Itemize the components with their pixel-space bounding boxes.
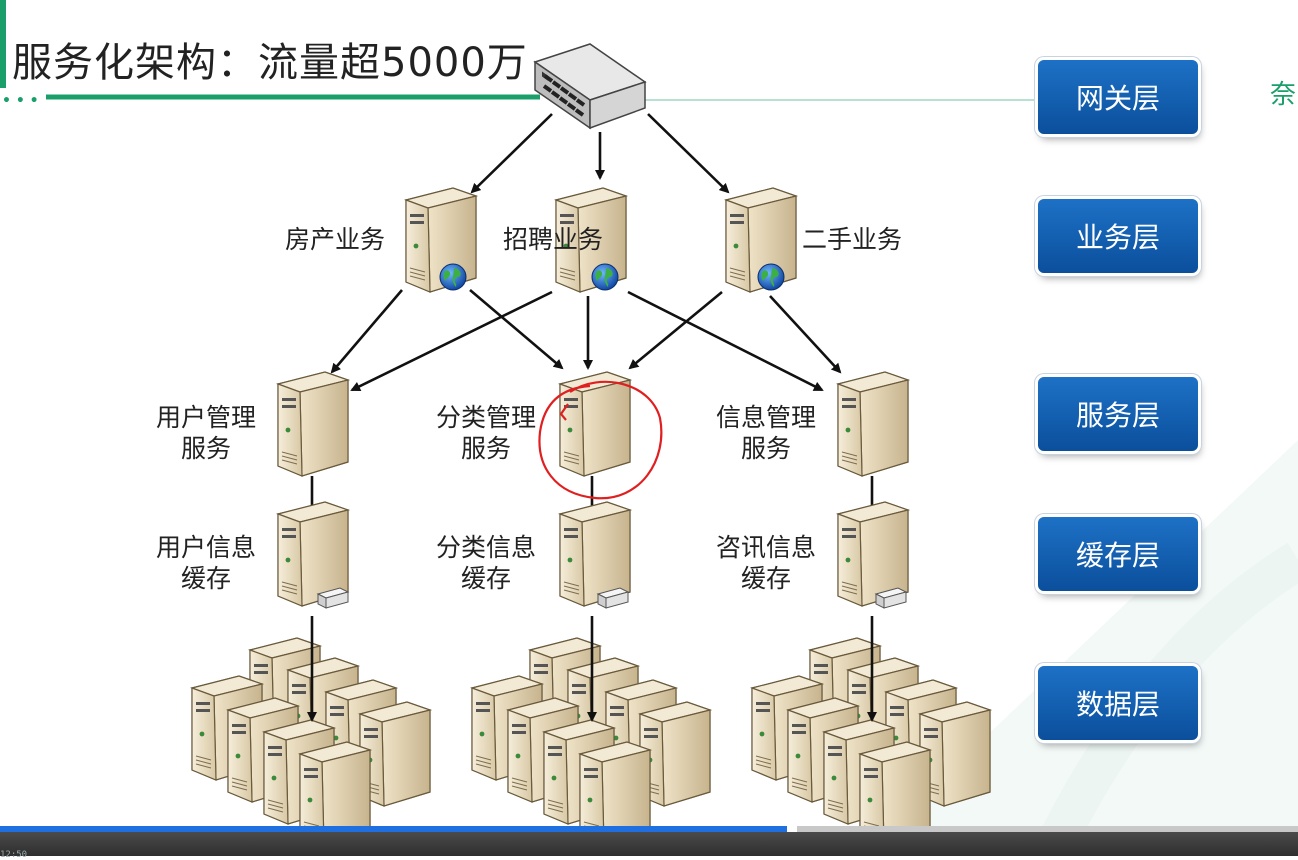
gateway-arrows: [470, 113, 730, 194]
label-line: 缓存: [741, 564, 792, 593]
layer-business: 业务层: [1038, 199, 1198, 273]
layer-cache: 缓存层: [1038, 517, 1198, 591]
label-user-cache: 用户信息 缓存: [156, 532, 256, 594]
label-line: 分类管理: [436, 403, 537, 432]
label-line: 缓存: [461, 564, 512, 593]
label-house-business: 房产业务: [285, 225, 386, 254]
label-line: 用户管理: [156, 403, 257, 432]
cache-arrows: [307, 616, 877, 722]
slide-title: 服务化架构：流量超5000万: [12, 40, 528, 86]
server-user-service: [277, 371, 349, 477]
edge-char: 奈: [1270, 80, 1297, 110]
server-house: [405, 187, 477, 293]
annotation-circle: [538, 380, 663, 500]
server-info-service: [837, 371, 909, 477]
label-info-service: 信息管理 服务: [716, 402, 816, 464]
video-progress-fill: [0, 826, 792, 832]
label-line: 缓存: [181, 564, 232, 593]
label-recruit-business: 招聘业务: [503, 225, 604, 254]
video-progress-bar[interactable]: [0, 823, 1298, 835]
label-line: 服务: [181, 434, 232, 463]
label-line: 咨讯信息: [716, 533, 817, 562]
label-user-service: 用户管理 服务: [156, 402, 256, 464]
server-category-cache: [559, 501, 631, 609]
label-category-service: 分类管理 服务: [436, 402, 536, 464]
business-arrows: [330, 289, 842, 392]
label-secondhand-business: 二手业务: [802, 225, 903, 254]
header-dots: • • •: [2, 93, 39, 109]
label-line: 服务: [741, 434, 792, 463]
layer-gateway: 网关层: [1038, 60, 1198, 134]
server-info-cache: [837, 501, 909, 609]
layer-data: 数据层: [1038, 666, 1198, 740]
label-info-cache: 咨讯信息 缓存: [716, 532, 816, 594]
server-user-cache: [277, 501, 349, 609]
switch-icon: [533, 43, 647, 130]
layer-service: 服务层: [1038, 377, 1198, 451]
label-line: 分类信息: [436, 533, 537, 562]
label-category-cache: 分类信息 缓存: [436, 532, 536, 594]
label-line: 服务: [461, 434, 512, 463]
video-progress-handle[interactable]: [786, 823, 797, 835]
label-line: 用户信息: [156, 533, 257, 562]
left-accent-bar: [0, 0, 6, 88]
video-time: 12:50: [0, 850, 28, 860]
video-control-strip: [0, 832, 1298, 856]
server-secondhand: [725, 187, 797, 293]
label-line: 信息管理: [716, 403, 817, 432]
server-category-service: [559, 371, 631, 477]
